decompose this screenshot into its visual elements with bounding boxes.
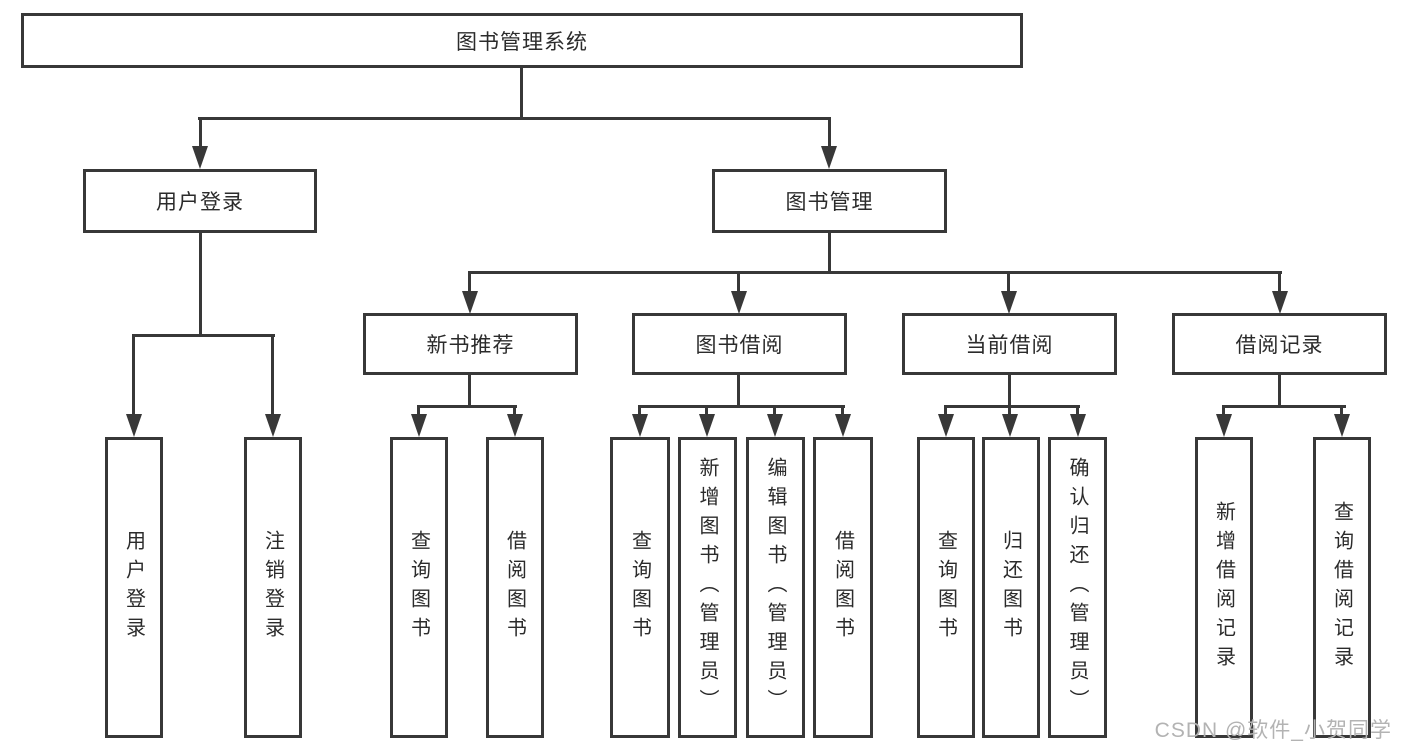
node-query-books-borrowsec: 查询图书 — [610, 437, 670, 738]
node-label: 新书推荐 — [426, 334, 515, 357]
connector-borrow-horizontal — [638, 405, 845, 408]
node-label: 新增图书（管理员） — [696, 457, 718, 718]
node-label: 查询图书 — [628, 529, 651, 646]
node-logout-action: 注销登录 — [244, 437, 302, 738]
node-book-management: 图书管理 — [712, 169, 947, 233]
connector-newbook-vertical — [468, 375, 471, 408]
node-new-book-recommendation: 新书推荐 — [363, 313, 578, 375]
node-label: 查询借阅记录 — [1330, 500, 1353, 675]
node-query-books-current: 查询图书 — [917, 437, 975, 738]
node-label: 用户登录 — [122, 529, 145, 646]
node-book-borrowing: 图书借阅 — [632, 313, 847, 375]
connector-current-horizontal — [944, 405, 1080, 408]
connector-stub — [1340, 405, 1343, 414]
arrow-down-icon — [1272, 291, 1288, 314]
connector-records-horizontal — [1222, 405, 1346, 408]
arrow-down-icon — [938, 414, 954, 437]
arrow-down-icon — [1070, 414, 1086, 437]
node-library-management-system: 图书管理系统 — [21, 13, 1023, 68]
arrow-down-icon — [411, 414, 427, 437]
node-label: 图书管理 — [785, 191, 874, 214]
node-user-login-action: 用户登录 — [105, 437, 163, 738]
connector-stub-user-login — [199, 117, 202, 146]
arrow-down-icon — [126, 414, 142, 437]
node-add-borrow-record: 新增借阅记录 — [1195, 437, 1253, 738]
node-label: 查询图书 — [407, 529, 430, 646]
arrow-down-icon — [821, 146, 837, 169]
connector-stub — [1222, 405, 1225, 414]
connector-stub — [638, 405, 641, 414]
node-borrow-books-borrowsec: 借阅图书 — [813, 437, 873, 738]
arrow-down-icon — [1334, 414, 1350, 437]
node-borrow-books-newbook: 借阅图书 — [486, 437, 544, 738]
node-edit-books-admin: 编辑图书（管理员） — [746, 437, 805, 738]
node-label: 用户登录 — [156, 191, 244, 214]
connector-current-vertical — [1008, 375, 1011, 408]
node-label: 借阅图书 — [831, 529, 854, 646]
connector-stub-login-leaf — [132, 334, 135, 414]
node-query-borrow-record: 查询借阅记录 — [1313, 437, 1371, 738]
arrow-down-icon — [192, 146, 208, 169]
connector-stub — [944, 405, 947, 414]
arrow-down-icon — [1001, 291, 1017, 314]
node-confirm-return-admin: 确认归还（管理员） — [1048, 437, 1107, 738]
connector-stub-current — [1007, 271, 1010, 291]
connector-bookmgmt-horizontal — [468, 271, 1282, 274]
node-borrowing-records: 借阅记录 — [1172, 313, 1387, 375]
connector-newbook-horizontal — [417, 405, 517, 408]
node-label: 归还图书 — [999, 529, 1022, 646]
arrow-down-icon — [731, 291, 747, 314]
node-label: 当前借阅 — [965, 334, 1054, 357]
connector-stub — [1008, 405, 1011, 414]
arrow-down-icon — [632, 414, 648, 437]
arrow-down-icon — [699, 414, 715, 437]
connector-stub-book-mgmt — [828, 117, 831, 146]
connector-records-vertical — [1278, 375, 1281, 408]
node-return-books: 归还图书 — [982, 437, 1040, 738]
connector-borrow-vertical — [737, 375, 740, 408]
node-label: 新增借阅记录 — [1212, 500, 1235, 675]
connector-bookmgmt-vertical — [828, 233, 831, 274]
connector-stub — [773, 405, 776, 414]
node-label: 图书借阅 — [695, 334, 784, 357]
connector-userlogin-horizontal — [132, 334, 275, 337]
connector-root-vertical — [520, 68, 523, 120]
watermark: CSDN @软件_小贺同学 — [1154, 719, 1392, 742]
connector-stub — [1076, 405, 1079, 414]
connector-stub-records — [1278, 271, 1281, 291]
node-user-login: 用户登录 — [83, 169, 317, 233]
connector-stub-logout-leaf — [271, 334, 274, 414]
node-label: 借阅图书 — [503, 529, 526, 646]
node-label: 查询图书 — [934, 529, 957, 646]
arrow-down-icon — [507, 414, 523, 437]
arrow-down-icon — [1216, 414, 1232, 437]
arrow-down-icon — [462, 291, 478, 314]
node-label: 图书管理系统 — [456, 30, 588, 54]
arrow-down-icon — [767, 414, 783, 437]
connector-stub — [841, 405, 844, 414]
node-label: 借阅记录 — [1235, 334, 1324, 357]
arrow-down-icon — [1002, 414, 1018, 437]
connector-userlogin-vertical — [199, 233, 202, 335]
connector-stub-newbook — [468, 271, 471, 291]
arrow-down-icon — [265, 414, 281, 437]
node-query-books-newbook: 查询图书 — [390, 437, 448, 738]
connector-stub — [513, 405, 516, 414]
node-label: 确认归还（管理员） — [1066, 457, 1088, 718]
connector-stub — [705, 405, 708, 414]
node-current-borrowing: 当前借阅 — [902, 313, 1117, 375]
connector-root-horizontal — [198, 117, 831, 120]
node-label: 编辑图书（管理员） — [764, 457, 786, 718]
arrow-down-icon — [835, 414, 851, 437]
node-add-books-admin: 新增图书（管理员） — [678, 437, 737, 738]
node-label: 注销登录 — [261, 529, 284, 646]
connector-stub — [417, 405, 420, 414]
connector-stub-borrow — [737, 271, 740, 291]
